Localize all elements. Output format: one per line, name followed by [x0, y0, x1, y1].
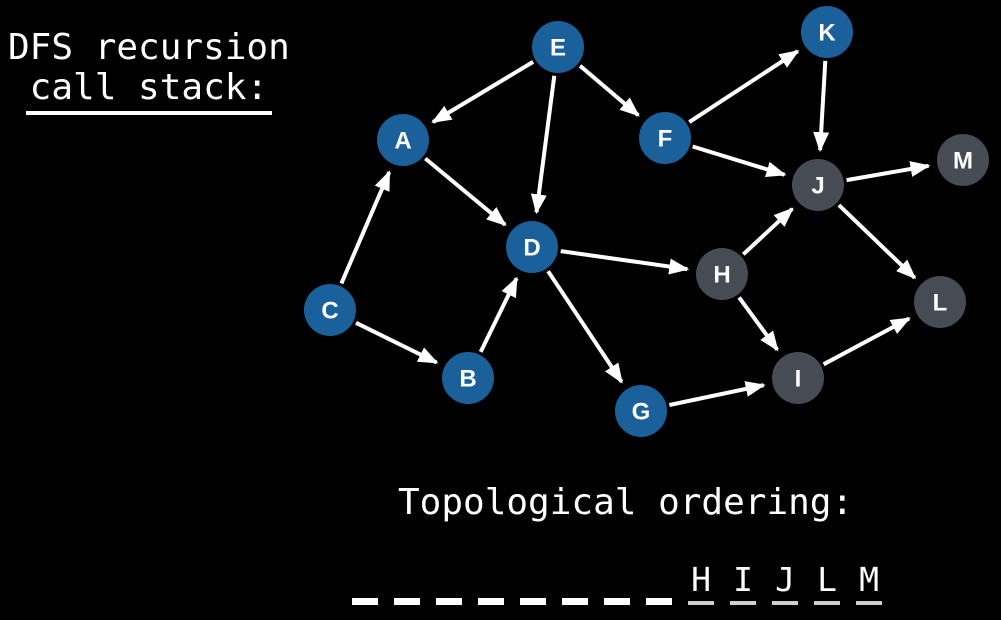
node-E	[532, 21, 584, 73]
edge-E-D	[530, 75, 557, 215]
node-A	[377, 114, 429, 166]
edge-C-B	[355, 321, 439, 365]
topo-slot-J: J	[772, 550, 798, 605]
edge-E-A	[431, 60, 535, 124]
node-label-D: D	[523, 235, 540, 262]
node-label-A: A	[394, 128, 411, 155]
topo-slot-blank-1	[352, 559, 378, 605]
topo-slot-blank-7	[604, 559, 630, 605]
node-L	[914, 276, 966, 328]
topo-slot-M: M	[856, 550, 882, 605]
node-label-H: H	[713, 262, 730, 289]
node-K	[801, 6, 853, 58]
edge-J-M	[846, 161, 931, 183]
topo-slot-blank-8	[646, 559, 672, 605]
dfs-title-line1: DFS recursion	[8, 27, 290, 68]
edge-F-J	[692, 144, 787, 178]
edge-C-A	[339, 170, 392, 285]
edge-G-I	[668, 381, 766, 407]
topo-slot-L: L	[814, 550, 840, 605]
node-J	[792, 159, 844, 211]
node-label-M: M	[953, 148, 973, 175]
topo-slot-blank-5	[520, 559, 546, 605]
topo-slot-blank-2	[394, 559, 420, 605]
node-C	[304, 284, 356, 336]
node-label-G: G	[632, 399, 651, 426]
dfs-call-stack-title: DFS recursion call stack:	[8, 28, 290, 115]
edge-K-J	[813, 60, 830, 153]
node-label-I: I	[795, 366, 802, 393]
edge-E-F	[578, 64, 640, 117]
node-H	[696, 248, 748, 300]
dfs-title-line2: call stack:	[25, 68, 273, 115]
topo-slot-blank-3	[436, 559, 462, 605]
node-D	[506, 221, 558, 273]
topo-slot-blank-4	[478, 559, 504, 605]
edge-I-L	[822, 316, 911, 367]
node-label-B: B	[459, 366, 476, 393]
edge-D-G	[546, 270, 624, 384]
topo-slot-H: H	[688, 550, 714, 605]
node-label-L: L	[933, 290, 948, 317]
node-label-C: C	[321, 298, 338, 325]
edge-F-K	[688, 49, 800, 124]
topo-slot-blank-6	[562, 559, 588, 605]
edge-H-I	[737, 296, 779, 352]
node-label-E: E	[550, 35, 566, 62]
topo-slot-I: I	[730, 550, 756, 605]
edge-A-D	[424, 156, 507, 227]
node-label-K: K	[818, 20, 836, 47]
edges-layer	[339, 49, 931, 407]
node-label-F: F	[658, 126, 673, 153]
node-label-J: J	[811, 173, 824, 200]
node-B	[442, 352, 494, 404]
node-G	[615, 385, 667, 437]
node-I	[772, 352, 824, 404]
edge-H-J	[741, 207, 794, 256]
node-M	[937, 134, 989, 186]
nodes-layer: A B C D E F G H I J K L M	[304, 6, 989, 437]
node-F	[639, 112, 691, 164]
topological-ordering-label: Topological ordering:	[398, 482, 854, 523]
edge-B-D	[478, 276, 519, 353]
edge-D-H	[560, 249, 690, 275]
edge-J-L	[837, 203, 917, 280]
